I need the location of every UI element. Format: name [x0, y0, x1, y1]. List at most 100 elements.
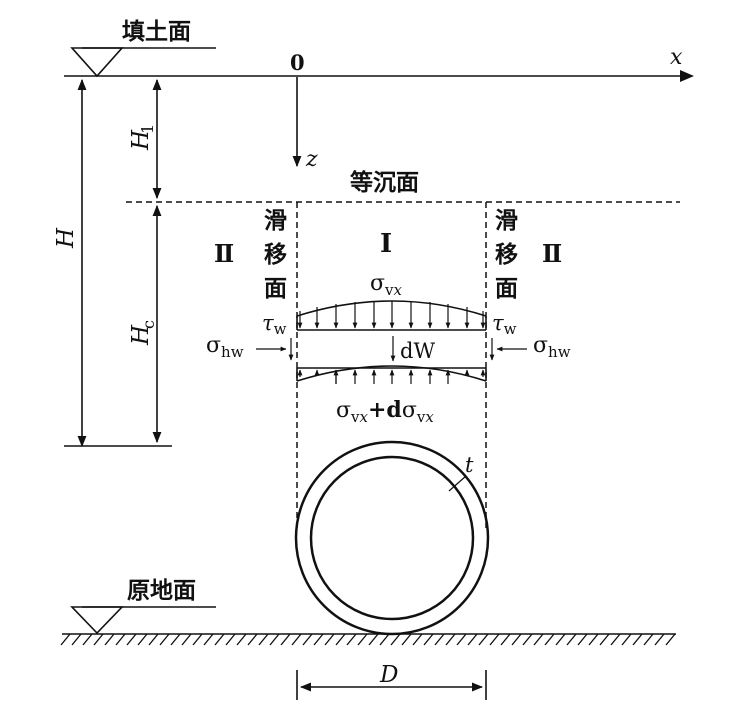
- region-I: Ⅰ: [380, 229, 392, 259]
- hatch-mark: [115, 633, 126, 646]
- hatch-mark: [137, 633, 148, 646]
- hatch-mark: [104, 633, 115, 646]
- original-ground-label: 原地面: [127, 577, 196, 604]
- hatch-mark: [335, 633, 346, 646]
- hatch-mark: [434, 633, 445, 646]
- hatch-mark: [654, 633, 665, 646]
- region-II-left: Ⅱ: [214, 239, 234, 268]
- hatch-mark: [368, 633, 379, 646]
- hatch-mark: [665, 633, 676, 646]
- svg-text:滑: 滑: [264, 207, 287, 234]
- thickness-leader: [448, 475, 467, 492]
- region-II-right: Ⅱ: [542, 239, 562, 268]
- hatch-mark: [423, 633, 434, 646]
- origin-label: 0: [290, 50, 305, 75]
- H1-main: H: [128, 129, 154, 151]
- hatch-mark: [225, 633, 236, 646]
- hatch-mark: [643, 633, 654, 646]
- hatch-mark: [291, 633, 302, 646]
- hatch-mark: [577, 633, 588, 646]
- original-ground-marker: [62, 606, 676, 635]
- hatch-mark: [533, 633, 544, 646]
- hatch-mark: [170, 633, 181, 646]
- hatch-mark: [93, 633, 104, 646]
- H-dimension: [64, 78, 172, 448]
- hatch-mark: [258, 633, 269, 646]
- hatch-mark: [401, 633, 412, 646]
- hatch-mark: [621, 633, 632, 646]
- hatch-mark: [247, 633, 258, 646]
- svg-text:移: 移: [264, 241, 287, 268]
- Hc-sub: c: [139, 320, 158, 329]
- fill-surface-marker: [64, 47, 680, 78]
- hatch-mark: [324, 633, 335, 646]
- hatch-mark: [566, 633, 577, 646]
- tau-w-right-label: τw: [492, 311, 517, 338]
- H-label: H: [53, 227, 79, 249]
- sigma-vx-bottom-label: σvx+dσvx: [336, 397, 434, 426]
- x-axis-label: x: [670, 45, 683, 70]
- H1-label: H 1: [128, 124, 157, 151]
- hatch-mark: [500, 633, 511, 646]
- hatch-mark: [445, 633, 456, 646]
- hatch-mark: [71, 633, 82, 646]
- hatch-mark: [269, 633, 280, 646]
- ground-hatching: [60, 633, 676, 646]
- hatch-mark: [214, 633, 225, 646]
- fill-surface-label: 填土面: [122, 18, 191, 45]
- hatch-mark: [544, 633, 555, 646]
- sigma-vx-top-label: σvx: [370, 271, 403, 299]
- dW-label: dW: [400, 339, 435, 363]
- hatch-mark: [60, 633, 71, 646]
- hatch-mark: [456, 633, 467, 646]
- hatch-mark: [181, 633, 192, 646]
- left-slip-plane-label: 滑 移 面: [264, 207, 287, 302]
- pipe-inner-wall: [309, 455, 475, 621]
- hatch-mark: [489, 633, 500, 646]
- H1-sub: 1: [138, 124, 157, 134]
- Hc-main: H: [128, 324, 154, 346]
- hatch-mark: [82, 633, 93, 646]
- right-slip-plane-label: 滑 移 面: [495, 207, 518, 302]
- svg-text:面: 面: [495, 275, 518, 302]
- equal-settlement-label: 等沉面: [350, 169, 419, 196]
- sigma-hw-right-label: σhw: [533, 333, 571, 361]
- hatch-mark: [412, 633, 423, 646]
- hatch-mark: [632, 633, 643, 646]
- hatch-mark: [159, 633, 170, 646]
- tau-w-left-label: τw: [262, 311, 287, 338]
- hatch-mark: [478, 633, 489, 646]
- hatch-mark: [522, 633, 533, 646]
- hatch-mark: [390, 633, 401, 646]
- thickness-label: t: [465, 453, 474, 477]
- svg-text:滑: 滑: [495, 207, 518, 234]
- diameter-dimension: [296, 670, 487, 700]
- hatch-mark: [511, 633, 522, 646]
- hatch-mark: [467, 633, 478, 646]
- sigma-hw-left-label: σhw: [206, 333, 244, 361]
- svg-text:面: 面: [264, 275, 287, 302]
- hatch-mark: [555, 633, 566, 646]
- top-pressure-arrows: [297, 301, 486, 329]
- hatch-mark: [148, 633, 159, 646]
- hatch-mark: [313, 633, 324, 646]
- pipe-outer-wall: [294, 440, 490, 636]
- diameter-label: D: [379, 662, 398, 688]
- x-axis-arrowhead: [680, 70, 694, 82]
- hatch-mark: [302, 633, 313, 646]
- z-axis-label: z: [305, 147, 318, 172]
- hatch-mark: [346, 633, 357, 646]
- bottom-pressure-arrows: [297, 369, 486, 384]
- hatch-mark: [599, 633, 610, 646]
- hatch-mark: [192, 633, 203, 646]
- hatch-mark: [610, 633, 621, 646]
- hatch-mark: [280, 633, 291, 646]
- hatch-mark: [357, 633, 368, 646]
- hatch-mark: [236, 633, 247, 646]
- hatch-mark: [379, 633, 390, 646]
- hatch-mark: [203, 633, 214, 646]
- hatch-mark: [588, 633, 599, 646]
- Hc-label: H c: [128, 320, 158, 346]
- svg-text:移: 移: [495, 241, 518, 268]
